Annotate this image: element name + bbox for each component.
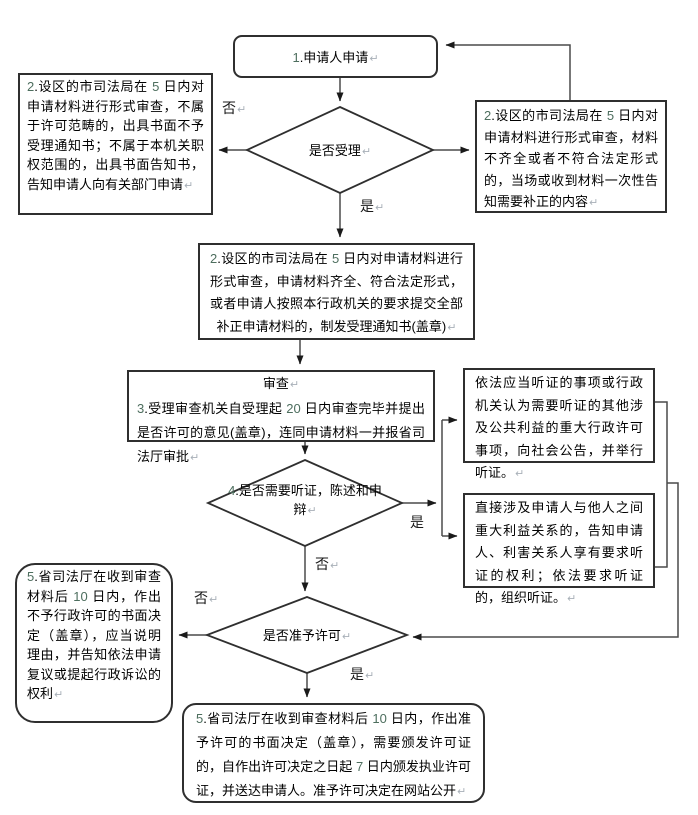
node-review-text: 3.受理审查机关自受理起 20 日内审查完毕并提出是否许可的意见(盖章)，连同申… — [137, 401, 425, 464]
node-supplement: 2.设区的市司法局在 5 日内对申请材料进行形式审查，材料不齐全或者不符合法定形… — [475, 100, 667, 213]
paragraph-mark: ↵ — [237, 104, 247, 116]
paragraph-mark: ↵ — [209, 594, 219, 606]
node-grant: 5.省司法厅在收到审查材料后 10 日内，作出准予许可的书面决定（盖章），需要颁… — [182, 703, 485, 803]
node-refuse: 5.省司法厅在收到审查材料后 10 日内，作出不予行政许可的书面决定（盖章），应… — [15, 563, 173, 723]
label-no: 否 — [194, 590, 208, 606]
paragraph-mark: ↵ — [54, 689, 64, 701]
decision-hearing-shape — [205, 459, 405, 547]
node-hearing-public-text: 依法应当听证的事项或行政机关认为需要听证的其他涉及公共利益的重大行政许可事项，向… — [475, 375, 643, 480]
node-hearing-interest: 直接涉及申请人与他人之间重大利益关系的，告知申请人、利害关系人享有要求听证的权利… — [463, 493, 655, 605]
decision-hearing-label: 4.是否需要听证，陈述和申辩 — [228, 483, 382, 517]
paragraph-mark: ↵ — [289, 379, 300, 391]
decision-accept-text: 是否受理↵ — [270, 141, 410, 162]
paragraph-mark: ↵ — [515, 468, 525, 480]
node-review: 审查↵ 3.受理审查机关自受理起 20 日内审查完毕并提出是否许可的意见(盖章)… — [127, 370, 435, 464]
node-grant-text: 5.省司法厅在收到审查材料后 10 日内，作出准予许可的书面决定（盖章），需要颁… — [196, 711, 471, 798]
node-accept-notice-text: 2.设区的市司法局在 5 日内对申请材料进行形式审查，申请材料齐全、符合法定形式… — [210, 251, 463, 334]
paragraph-mark: ↵ — [567, 593, 577, 605]
node-hearing-public: 依法应当听证的事项或行政机关认为需要听证的其他涉及公共利益的重大行政许可事项，向… — [463, 368, 655, 480]
node-accept-notice: 2.设区的市司法局在 5 日内对申请材料进行形式审查，申请材料齐全、符合法定形式… — [198, 243, 475, 340]
node-start-text: 1.申请人申请 — [292, 50, 369, 65]
decision-grant-text: 是否准予许可↵ — [232, 626, 382, 647]
paragraph-mark: ↵ — [589, 197, 599, 209]
paragraph-mark: ↵ — [365, 670, 375, 682]
edge-hearing-to-grant — [412, 482, 679, 641]
label-no: 否 — [315, 556, 329, 572]
edge-label-yes-hearing: 是 — [410, 512, 424, 532]
edge-label-yes-grant: 是↵ — [350, 664, 374, 684]
decision-grant-label: 是否准予许可 — [262, 628, 341, 643]
edge-supplement-to-start — [445, 41, 571, 100]
node-reject-notice: 2.设区的市司法局在 5 日内对申请材料进行形式审查，不属于许可范畴的，出具书面… — [18, 73, 213, 215]
edge-label-yes-accept: 是↵ — [360, 196, 384, 216]
decision-grant-shape — [204, 596, 410, 674]
node-hearing-interest-text: 直接涉及申请人与他人之间重大利益关系的，告知申请人、利害关系人享有要求听证的权利… — [475, 500, 643, 605]
decision-accept-shape — [244, 106, 436, 194]
node-review-title: 审查 — [262, 376, 289, 391]
label-yes: 是 — [350, 666, 364, 682]
paragraph-mark: ↵ — [341, 631, 352, 643]
label-yes: 是 — [410, 514, 424, 530]
paragraph-mark: ↵ — [447, 321, 457, 334]
paragraph-mark: ↵ — [330, 560, 340, 572]
paragraph-mark: ↵ — [457, 786, 467, 798]
paragraph-mark: ↵ — [361, 146, 372, 158]
paragraph-mark: ↵ — [184, 179, 194, 192]
decision-accept-label: 是否受理 — [308, 143, 361, 158]
node-supplement-text: 2.设区的市司法局在 5 日内对申请材料进行形式审查，材料不齐全或者不符合法定形… — [484, 108, 658, 209]
paragraph-mark: ↵ — [307, 505, 317, 517]
edge-label-no-accept: 否↵ — [222, 98, 246, 118]
paragraph-mark: ↵ — [369, 53, 379, 65]
paragraph-mark: ↵ — [375, 202, 385, 214]
decision-hearing-text: 4.是否需要听证，陈述和申辩↵ — [228, 481, 382, 521]
node-refuse-text: 5.省司法厅在收到审查材料后 10 日内，作出不予行政许可的书面决定（盖章），应… — [27, 569, 161, 701]
paragraph-mark: ↵ — [190, 452, 200, 464]
node-reject-notice-text: 2.设区的市司法局在 5 日内对申请材料进行形式审查，不属于许可范畴的，出具书面… — [27, 79, 204, 192]
edge-label-no-grant: 否↵ — [194, 588, 218, 608]
edge-hearing-join-bracket — [655, 401, 668, 568]
edge-label-no-hearing: 否↵ — [315, 554, 339, 574]
node-start: 1.申请人申请↵ — [233, 35, 438, 78]
label-no: 否 — [222, 100, 236, 116]
label-yes: 是 — [360, 198, 374, 214]
